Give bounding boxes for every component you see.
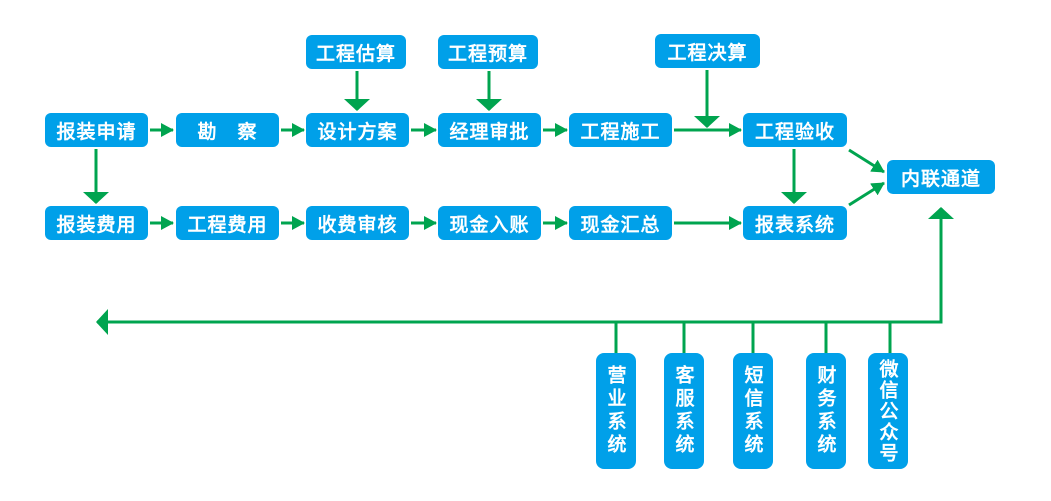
node-report-system: 报表系统 [743, 206, 847, 240]
node-cash-in: 现金入账 [438, 206, 541, 240]
node-business-system: 营业系统 [596, 353, 636, 469]
node-project-settlement: 工程决算 [655, 34, 760, 68]
node-finance-system: 财务系统 [806, 353, 846, 469]
arrow-acceptance-to-hub [848, 148, 885, 174]
node-design-plan: 设计方案 [306, 113, 409, 147]
node-install-fee: 报装费用 [45, 206, 148, 240]
arrow-reportsystem-to-hub [848, 181, 885, 207]
node-survey: 勘 察 [176, 113, 279, 147]
node-project-budget: 工程预算 [438, 35, 538, 69]
node-manager-approval: 经理审批 [438, 113, 541, 147]
node-sms-system: 短信系统 [733, 353, 773, 469]
node-project-fee: 工程费用 [176, 206, 279, 240]
node-project-estimate: 工程估算 [306, 35, 406, 69]
node-intranet-channel: 内联通道 [887, 160, 995, 194]
node-construction: 工程施工 [569, 113, 672, 147]
node-customer-service-system: 客服系统 [664, 353, 704, 469]
node-cash-summary: 现金汇总 [569, 206, 672, 240]
node-wechat-official-account: 微信公众号 [868, 353, 908, 469]
node-install-apply: 报装申请 [45, 113, 148, 147]
node-acceptance: 工程验收 [743, 113, 847, 147]
node-fee-audit: 收费审核 [306, 206, 409, 240]
